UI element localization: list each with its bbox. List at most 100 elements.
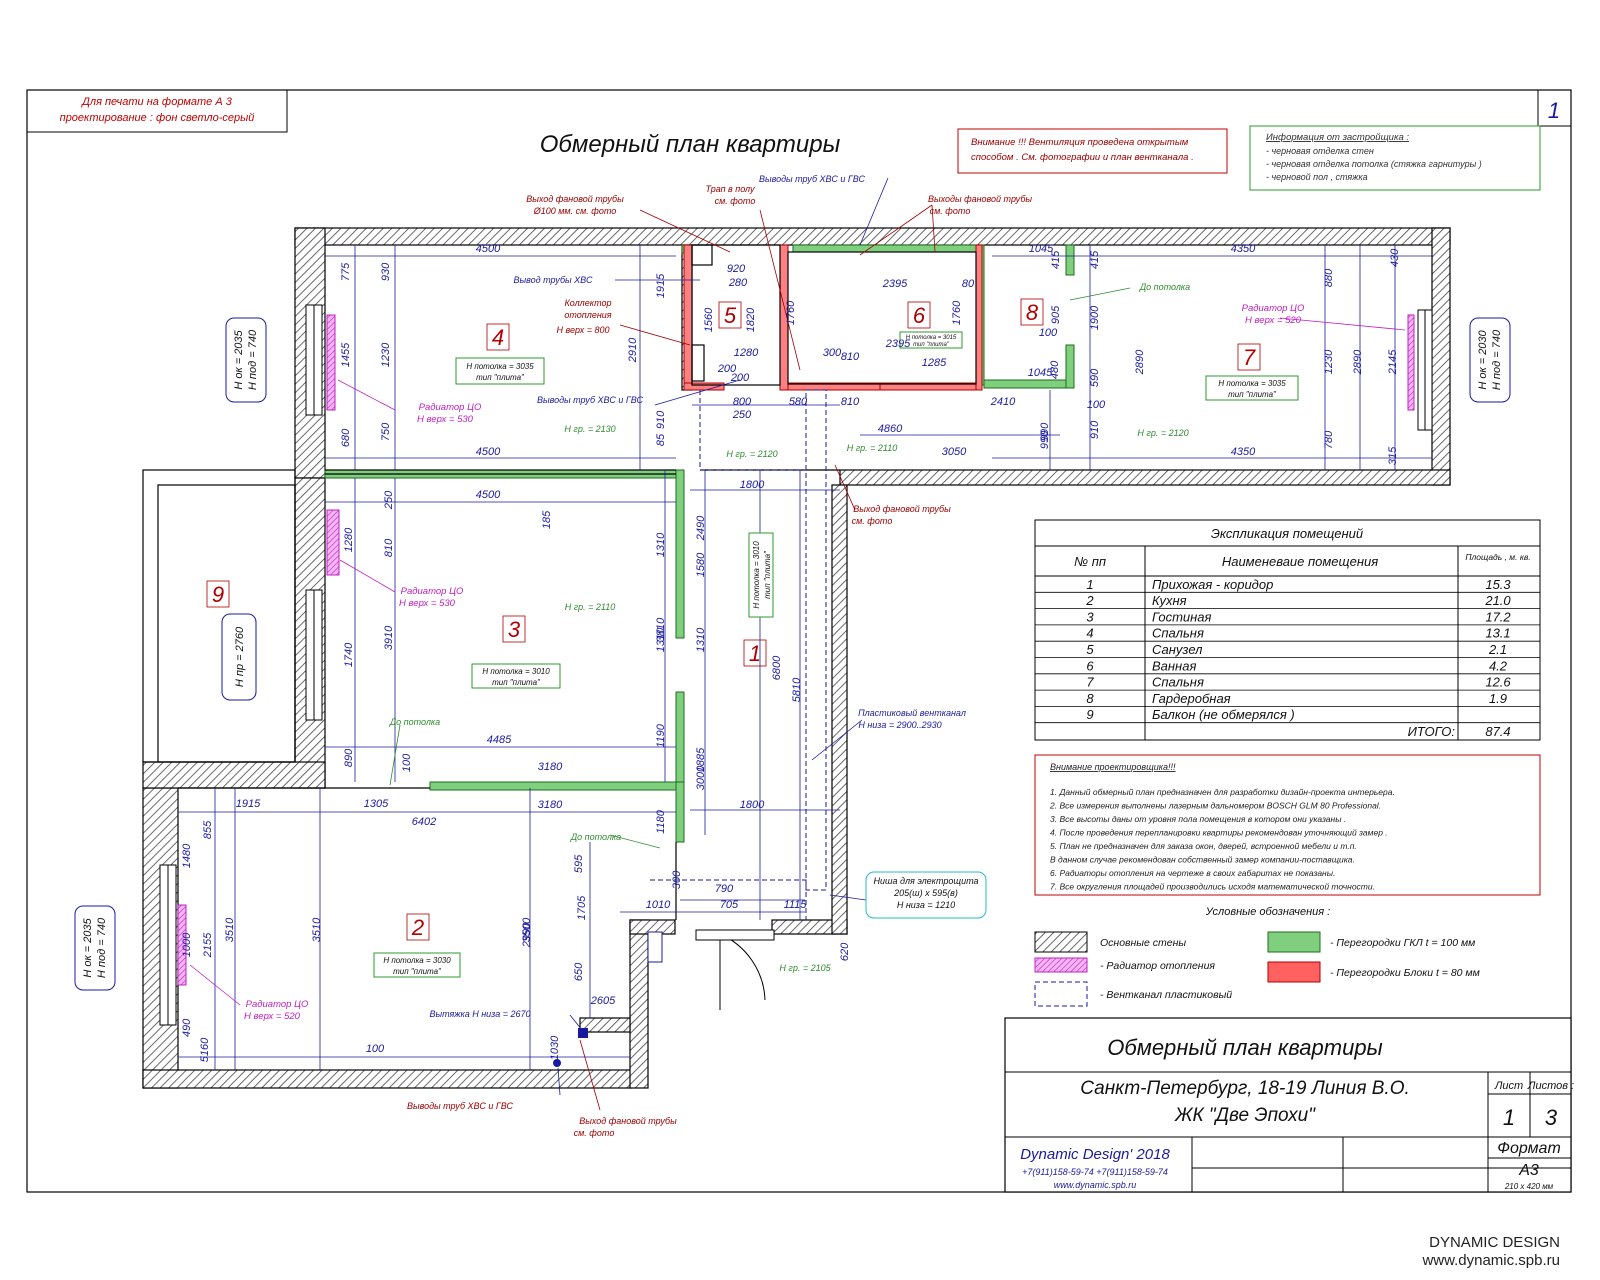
note-line: 2. Все измерения выполнены лазерным даль… — [1049, 801, 1381, 811]
explication-row-no: 3 — [1086, 609, 1094, 624]
note-line: 5. План не предназначен для заказа окон,… — [1050, 841, 1357, 851]
dimension-label: 855 — [202, 820, 214, 839]
address-line2: ЖК "Две Эпохи" — [1174, 1105, 1316, 1126]
explication-row-no: 1 — [1086, 577, 1093, 592]
dimension-label: 1030 — [549, 1035, 561, 1060]
svg-text:Радиатор ЦО: Радиатор ЦО — [401, 586, 464, 597]
dimension-label: 6402 — [412, 816, 436, 828]
svg-text:Радиатор ЦО: Радиатор ЦО — [246, 999, 309, 1010]
svg-text:Н потолка = 3015: Н потолка = 3015 — [906, 335, 957, 341]
explication-row-name: Санузел — [1152, 642, 1203, 657]
door-heights: Н гр. = 2130 Н гр. = 2120 Н гр. = 2110 Н… — [389, 424, 1189, 973]
svg-text:Радиатор ЦО: Радиатор ЦО — [1242, 303, 1305, 314]
dimension-label: 80 — [962, 278, 975, 290]
window-tag-room2: Н ок = 2035 Н под = 740 — [74, 905, 116, 991]
dimension-label: 1310 — [655, 532, 667, 557]
dimension-label: 2155 — [202, 932, 214, 958]
doors — [647, 929, 775, 1010]
explication-row-area: 1.9 — [1489, 691, 1507, 706]
dimension-label: 3910 — [383, 625, 395, 650]
legend-block-swatch — [1267, 961, 1321, 983]
explication-row-name: Гостиная — [1152, 609, 1212, 624]
vent-channel — [650, 389, 827, 920]
room-5-label: 5 — [718, 301, 742, 329]
explication-row-no: 7 — [1086, 675, 1094, 690]
legend-radiator: - Радиатор отопления — [1100, 960, 1215, 972]
room-9-label: 9 — [206, 580, 230, 608]
dimension-label: 1000 — [181, 932, 193, 957]
dimension-label: 6800 — [771, 655, 783, 680]
svg-text:Н верх = 530: Н верх = 530 — [399, 598, 456, 609]
dimension-label: 1900 — [1089, 305, 1101, 330]
page-title: Обмерный план квартиры — [540, 131, 841, 158]
dimension-label: 490 — [181, 1018, 193, 1037]
svg-text:см. фото: см. фото — [715, 196, 756, 206]
room-3-label: 3 — [502, 615, 526, 643]
dimension-label: 415 — [1089, 250, 1101, 269]
company-site: www.dynamic.spb.ru — [1054, 1180, 1137, 1190]
note-line: В данном случае рекомендован собственный… — [1050, 855, 1355, 865]
dimension-label: 705 — [720, 899, 739, 911]
dimension-label: 200 — [730, 372, 750, 384]
sheet-label: Лист — [1494, 1080, 1523, 1092]
legend-title: Условные обозначения : — [1205, 906, 1331, 918]
svg-text:Н потолка = 3010: Н потолка = 3010 — [752, 541, 761, 609]
dimension-label: 1885 — [695, 747, 707, 772]
warning-line1: Внимание !!! Вентиляция проведена открыт… — [971, 137, 1189, 148]
dimension-label: 300 — [671, 870, 683, 889]
dimension-label: 880 — [1323, 268, 1335, 287]
info-title: Информация от застройщика : — [1266, 132, 1409, 143]
dimension-label: 1760 — [951, 300, 963, 325]
dimension-label: 810 — [383, 538, 395, 557]
legend-block: - Перегородки Блоки t = 80 мм — [1330, 967, 1480, 979]
dimension-label: 315 — [1387, 446, 1399, 465]
radiator-room7 — [1407, 314, 1415, 411]
sheet-number: 1 — [1548, 98, 1560, 123]
dimension-label: 3000 — [695, 765, 707, 790]
dimension-label: 4350 — [1231, 243, 1256, 255]
ceiling-tag-room4: Н потолка = 3035 тип "плита" — [455, 357, 545, 385]
total-value: 87.4 — [1485, 724, 1510, 739]
dimension-label: 1230 — [1323, 349, 1335, 374]
dimension-label: 790 — [715, 883, 734, 895]
svg-text:Н под = 740: Н под = 740 — [96, 917, 108, 978]
window-tag-room7: Н ок = 2030 Н под = 740 — [1469, 317, 1511, 403]
dimension-label: 1115 — [784, 899, 808, 911]
info-line: - черновая отделка потолка (стяжка гарни… — [1266, 159, 1482, 169]
svg-text:До потолка: До потолка — [389, 717, 440, 727]
dimension-label: 1280 — [343, 527, 355, 552]
svg-text:Н ок = 2035: Н ок = 2035 — [82, 917, 94, 977]
legend-gkl-swatch — [1267, 931, 1321, 953]
dimension-label: 3050 — [942, 446, 967, 458]
dimension-label: 905 — [1050, 305, 1062, 324]
dimension-label: 920 — [727, 263, 746, 275]
annotations: Выход фановой трубы Ø100 мм. см. фото Тр… — [407, 174, 1190, 1138]
dimension-label: 2910 — [627, 337, 639, 363]
svg-text:2: 2 — [411, 915, 424, 940]
format-value: А3 — [1518, 1162, 1539, 1179]
ceiling-tag-room3: Н потолка = 3010 тип "плита" — [471, 663, 561, 689]
ann-fan-pipe-mid: Выход фановой трубы — [853, 504, 951, 514]
svg-text:9: 9 — [212, 582, 224, 607]
dimension-label: 1915 — [236, 798, 261, 810]
dimension-label: 1310 — [655, 627, 667, 652]
dimension-label: 590 — [1089, 368, 1101, 387]
floor-plan — [142, 227, 1451, 1089]
dimension-label: 3180 — [538, 799, 563, 811]
svg-text:тип "плита": тип "плита" — [763, 550, 772, 599]
explication-row-name: Прихожая - коридор — [1152, 577, 1273, 592]
total-label: ИТОГО: — [1408, 724, 1456, 739]
svg-text:1: 1 — [749, 641, 761, 666]
sheets-value: 3 — [1545, 1105, 1558, 1130]
svg-text:отопления: отопления — [564, 310, 611, 320]
svg-text:205(ш) х 595(в): 205(ш) х 595(в) — [893, 888, 958, 898]
dimension-label: 3180 — [538, 761, 563, 773]
explication-row-name: Кухня — [1152, 593, 1187, 608]
dimension-label: 910 — [655, 410, 667, 429]
ann-fan-pipes: Выходы фановой трубы — [928, 194, 1032, 204]
dimension-label: 415 — [1050, 250, 1062, 269]
dimension-label: 3810 — [655, 617, 667, 642]
block-partitions — [683, 244, 983, 391]
ventilation-warning: Внимание !!! Вентиляция проведена открыт… — [957, 128, 1228, 174]
svg-text:5: 5 — [724, 303, 737, 328]
